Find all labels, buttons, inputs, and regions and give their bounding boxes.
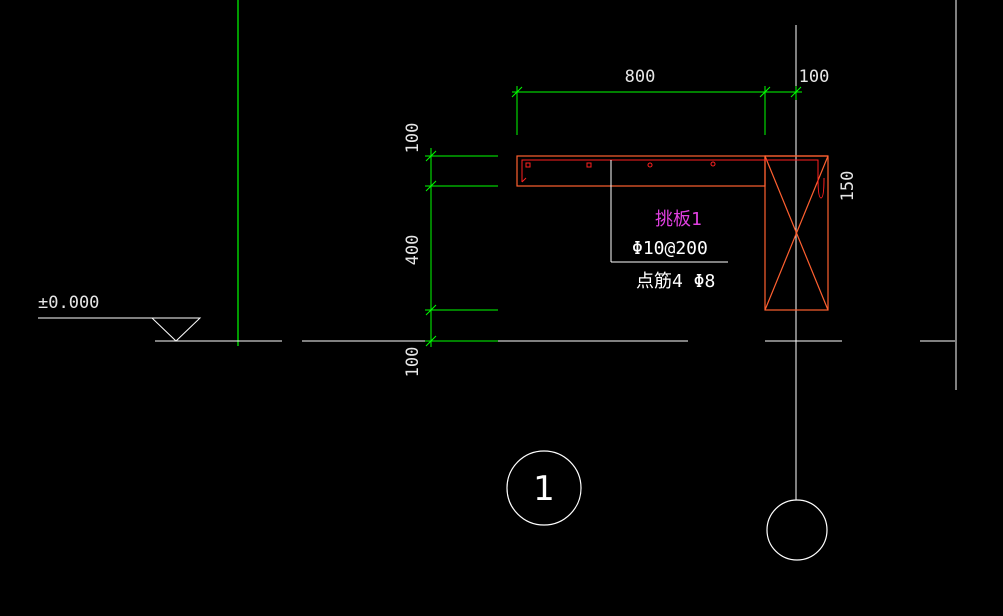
ground-line — [38, 317, 955, 342]
axis-circle-1 — [506, 450, 582, 526]
rebar-main-text: Φ10@200 — [632, 238, 708, 259]
slab-name-tag: 挑板1 — [655, 209, 702, 230]
dim-right-150: 150 — [838, 171, 858, 202]
rebar-dist-text: 点筋4 Φ8 — [636, 271, 715, 292]
dim-left-100-top: 100 — [403, 123, 423, 154]
left-dimension — [425, 148, 498, 347]
dim-top-800: 800 — [625, 67, 656, 87]
level-triangle-icon — [150, 317, 202, 342]
annotation-leader — [610, 160, 728, 263]
beam-section — [764, 155, 829, 311]
rebar-dots — [525, 161, 716, 168]
slab-rebar — [521, 159, 825, 199]
axis-circle-right — [766, 499, 828, 561]
dim-left-400: 400 — [403, 235, 423, 266]
dim-top-100: 100 — [799, 67, 830, 87]
axis-circle-1-label: 1 — [533, 469, 555, 509]
top-dimension — [511, 86, 802, 135]
dim-left-100-bottom: 100 — [403, 347, 423, 378]
level-mark-text: ±0.000 — [38, 293, 99, 313]
